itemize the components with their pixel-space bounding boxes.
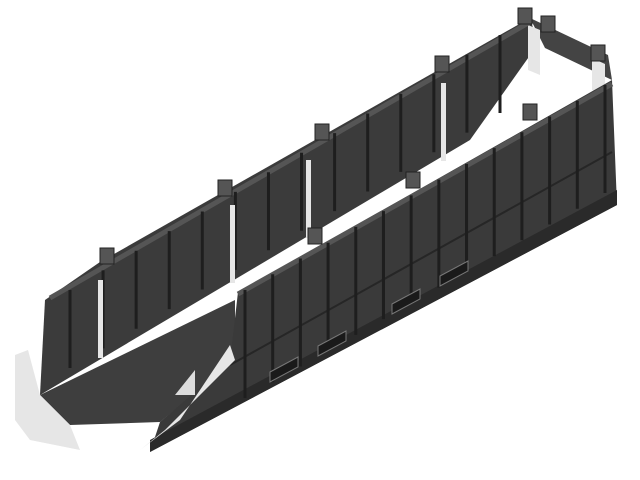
corner-post — [517, 7, 533, 25]
end-post-light — [528, 25, 540, 75]
forklift-pocket — [317, 330, 347, 357]
forklift-pocket — [391, 288, 421, 315]
front-left-opening — [175, 370, 195, 395]
forklift-pocket — [269, 356, 299, 383]
left-corner-panel — [15, 350, 80, 450]
back-wall-upright — [230, 205, 235, 283]
corner-post — [314, 123, 330, 141]
corner-post — [99, 247, 115, 265]
end-wall — [530, 18, 612, 80]
corner-post — [307, 227, 323, 245]
corner-post — [434, 55, 450, 73]
end-opening — [472, 60, 560, 140]
back-wall — [40, 18, 538, 395]
end-post-light-2 — [592, 58, 605, 95]
corner-post — [522, 103, 538, 121]
corner-post — [540, 15, 556, 33]
corner-post — [405, 171, 421, 189]
left-front-panel — [140, 345, 235, 450]
back-top-rail — [48, 19, 532, 301]
front-wall-base — [150, 190, 617, 452]
corner-post — [590, 44, 606, 62]
back-wall-upright — [441, 83, 446, 161]
back-wall-upright — [98, 280, 103, 358]
forklift-pocket — [439, 260, 469, 287]
back-wall-upright — [306, 160, 311, 238]
corner-post — [217, 179, 233, 197]
